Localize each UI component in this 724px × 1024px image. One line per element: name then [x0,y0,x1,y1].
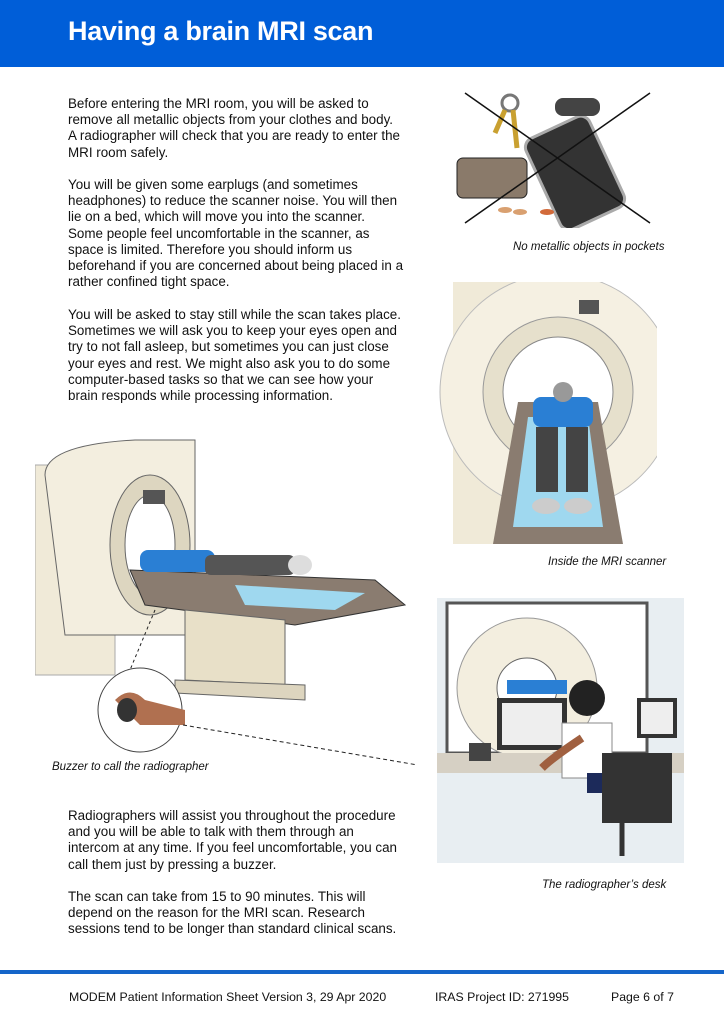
scanner-side-illustration [35,439,415,765]
paragraph-radiographers: Radiographers will assist you throughout… [68,808,397,872]
footer-document: MODEM Patient Information Sheet Version … [69,990,387,1004]
header-bar: Having a brain MRI scan [0,0,724,67]
caption-desk: The radiographer’s desk [542,879,667,891]
paragraph-metal: Before entering the MRI room, you will b… [68,96,400,160]
metal-objects-illustration [456,92,651,228]
footer-project-id: IRAS Project ID: 271995 [435,990,569,1004]
paragraph-stay-still: You will be asked to stay still while th… [68,307,401,404]
radiographer-desk-illustration [437,598,684,863]
caption-metal: No metallic objects in pockets [513,241,665,253]
footer-divider [0,970,724,974]
paragraph-earplugs: You will be given some earplugs (and som… [68,177,404,290]
caption-scanner: Inside the MRI scanner [548,556,667,568]
paragraph-duration: The scan can take from 15 to 90 minutes.… [68,889,397,937]
scanner-inside-illustration [439,282,657,544]
footer-page-number: Page 6 of 7 [611,990,674,1004]
caption-buzzer: Buzzer to call the radiographer [52,761,209,773]
page-title: Having a brain MRI scan [68,16,374,46]
